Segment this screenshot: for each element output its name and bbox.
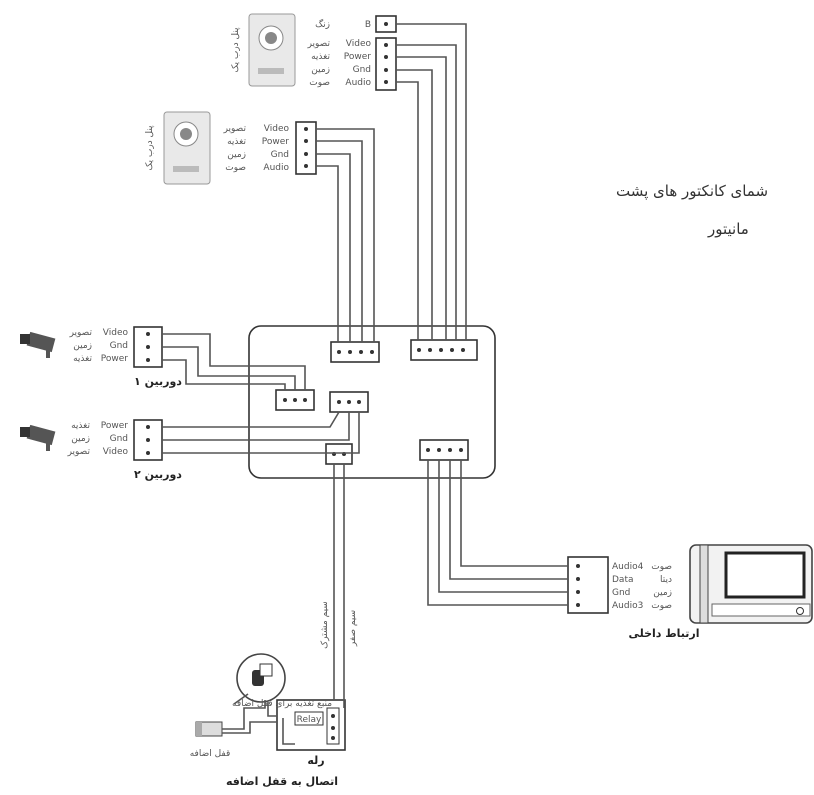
wire-camera1-gnd: [162, 346, 296, 390]
intercom-caption: ارتباط داخلی: [628, 627, 699, 640]
door-panel-2: پنل درب یک Video تصویر Power تغذیه Gnd ز…: [145, 111, 317, 185]
extra-lock-label: قفل اضافه: [190, 749, 231, 759]
door-panel-1-row-2-en: Video: [346, 39, 372, 49]
intercom-row-2-fa: دیتا: [660, 575, 672, 585]
camera-1-caption: دوربین ۱: [134, 375, 182, 388]
door-panel-1-row-1-fa: زنگ: [315, 18, 330, 30]
wire-door1-power: [396, 56, 447, 340]
door-panel-1-row-5-fa: صوت: [309, 78, 330, 88]
camera-2-caption: دوربین ۲: [134, 468, 182, 481]
camera-1-row-2-fa: زمین: [73, 341, 92, 351]
door-panel-2-row-1-en: Video: [264, 124, 290, 134]
relay-wire-label-2: سیم صفر: [348, 610, 358, 647]
door-panel-2-row-1-fa: تصویر: [223, 124, 247, 134]
camera-1-row-2-en: Gnd: [110, 341, 128, 351]
intercom-row-3-fa: زمین: [653, 588, 672, 598]
intercom-row-1-en: Audio4: [612, 562, 644, 572]
camera-1-row-1-en: Video: [103, 328, 129, 338]
door-panel-1-row-4-en: Gnd: [353, 65, 371, 75]
wire-door2-audio: [316, 165, 339, 342]
camera-2-row-1-fa: تغذیه: [71, 421, 90, 431]
monitor-unit-icon: [689, 544, 813, 624]
camera-2-row-3-en: Video: [103, 447, 129, 457]
wire-door2-power: [316, 140, 363, 342]
camera-2-row-2-fa: زمین: [71, 434, 90, 444]
intercom-row-2-en: Data: [612, 575, 634, 585]
wire-intercom-audio3: [427, 460, 568, 606]
extra-lock-group: منبع تغذیه برای قفل اضافه قفل اضافه اتصا…: [190, 653, 338, 788]
monitor-connector-camera1: [275, 389, 315, 411]
door-panel-2-vertical-label: پنل درب یک: [145, 125, 155, 171]
diagram-title-line-2: مانیتور: [707, 220, 749, 238]
wire-camera2-video: [162, 412, 360, 454]
door-panel-2-row-3-en: Gnd: [271, 150, 289, 160]
monitor-connector-relay: [325, 443, 353, 465]
camera-2-row-1-en: Power: [101, 421, 129, 431]
wire-camera1-power: [162, 359, 286, 390]
camera-1-row-3-en: Power: [101, 354, 129, 364]
camera-1-row-3-fa: تغذیه: [73, 354, 92, 364]
intercom-row-4-fa: صوت: [651, 601, 672, 611]
relay-caption: رله: [307, 754, 324, 767]
relay: Relay رله سیم مشترک سیم صفر: [276, 601, 358, 767]
wire-camera1-video: [162, 333, 306, 390]
door-panel-1-row-5-en: Audio: [345, 78, 371, 88]
wire-door1-bell: [396, 23, 467, 340]
door-panel-1-row-3-fa: تغذیه: [311, 52, 330, 62]
wire-intercom-data: [449, 460, 568, 580]
wire-intercom-audio4: [460, 460, 568, 567]
relay-box-label: Relay: [297, 715, 322, 725]
wire-door2-video: [316, 128, 375, 342]
wire-camera2-power: [162, 411, 340, 428]
wire-door1-audio: [396, 81, 419, 340]
door-panel-1-row-3-en: Power: [344, 52, 372, 62]
door-panel-2-row-2-fa: تغذیه: [227, 137, 246, 147]
camera-1-row-1-fa: تصویر: [69, 328, 93, 338]
intercom-row-4-en: Audio3: [612, 601, 643, 611]
intercom: Audio4 صوت Data دیتا Gnd زمین Audio3 صوت…: [567, 544, 813, 640]
door-panel-2-row-2-en: Power: [262, 137, 290, 147]
wire-door2-gnd: [316, 153, 351, 342]
intercom-row-3-en: Gnd: [612, 588, 630, 598]
door-panel-1-row-1-en: B: [365, 20, 371, 30]
camera-1: Video تصویر Gnd زمین Power تغذیه دوربین …: [20, 326, 182, 388]
door-panel-2-row-3-fa: زمین: [227, 150, 246, 160]
door-panel-1: پنل درب یک B زنگ Video تصویر Power تغذیه…: [231, 13, 397, 91]
camera-2-row-3-fa: تصویر: [67, 447, 91, 457]
extra-lock-connection-caption: اتصال به قفل اضافه: [226, 775, 338, 788]
monitor-connector-camera2: [329, 391, 369, 413]
monitor-connector-intercom: [419, 439, 469, 461]
door-panel-2-row-4-en: Audio: [263, 163, 289, 173]
camera-2-row-2-en: Gnd: [110, 434, 128, 444]
relay-wire-label-1: سیم مشترک: [319, 601, 330, 649]
power-source-label: منبع تغذیه برای قفل اضافه: [232, 699, 332, 709]
camera-2-icon: [20, 424, 56, 451]
door-panel-2-row-4-fa: صوت: [225, 163, 246, 173]
wire-door1-video: [396, 44, 457, 340]
camera-1-icon: [20, 331, 56, 358]
diagram-title-line-1: شمای کانکتور های پشت: [616, 182, 768, 201]
wire-intercom-gnd: [438, 460, 568, 593]
wire-camera2-gnd: [162, 412, 350, 441]
intercom-row-1-fa: صوت: [651, 562, 672, 572]
door-panel-1-row-4-fa: زمین: [311, 65, 330, 75]
monitor-connector-door2: [330, 341, 380, 363]
wire-door1-gnd: [396, 69, 433, 340]
monitor-connector-door1: [410, 339, 478, 361]
door-panel-1-vertical-label: پنل درب یک: [231, 27, 241, 73]
camera-2: Power تغذیه Gnd زمین Video تصویر دوربین …: [20, 419, 182, 481]
door-panel-1-row-2-fa: تصویر: [307, 39, 331, 49]
